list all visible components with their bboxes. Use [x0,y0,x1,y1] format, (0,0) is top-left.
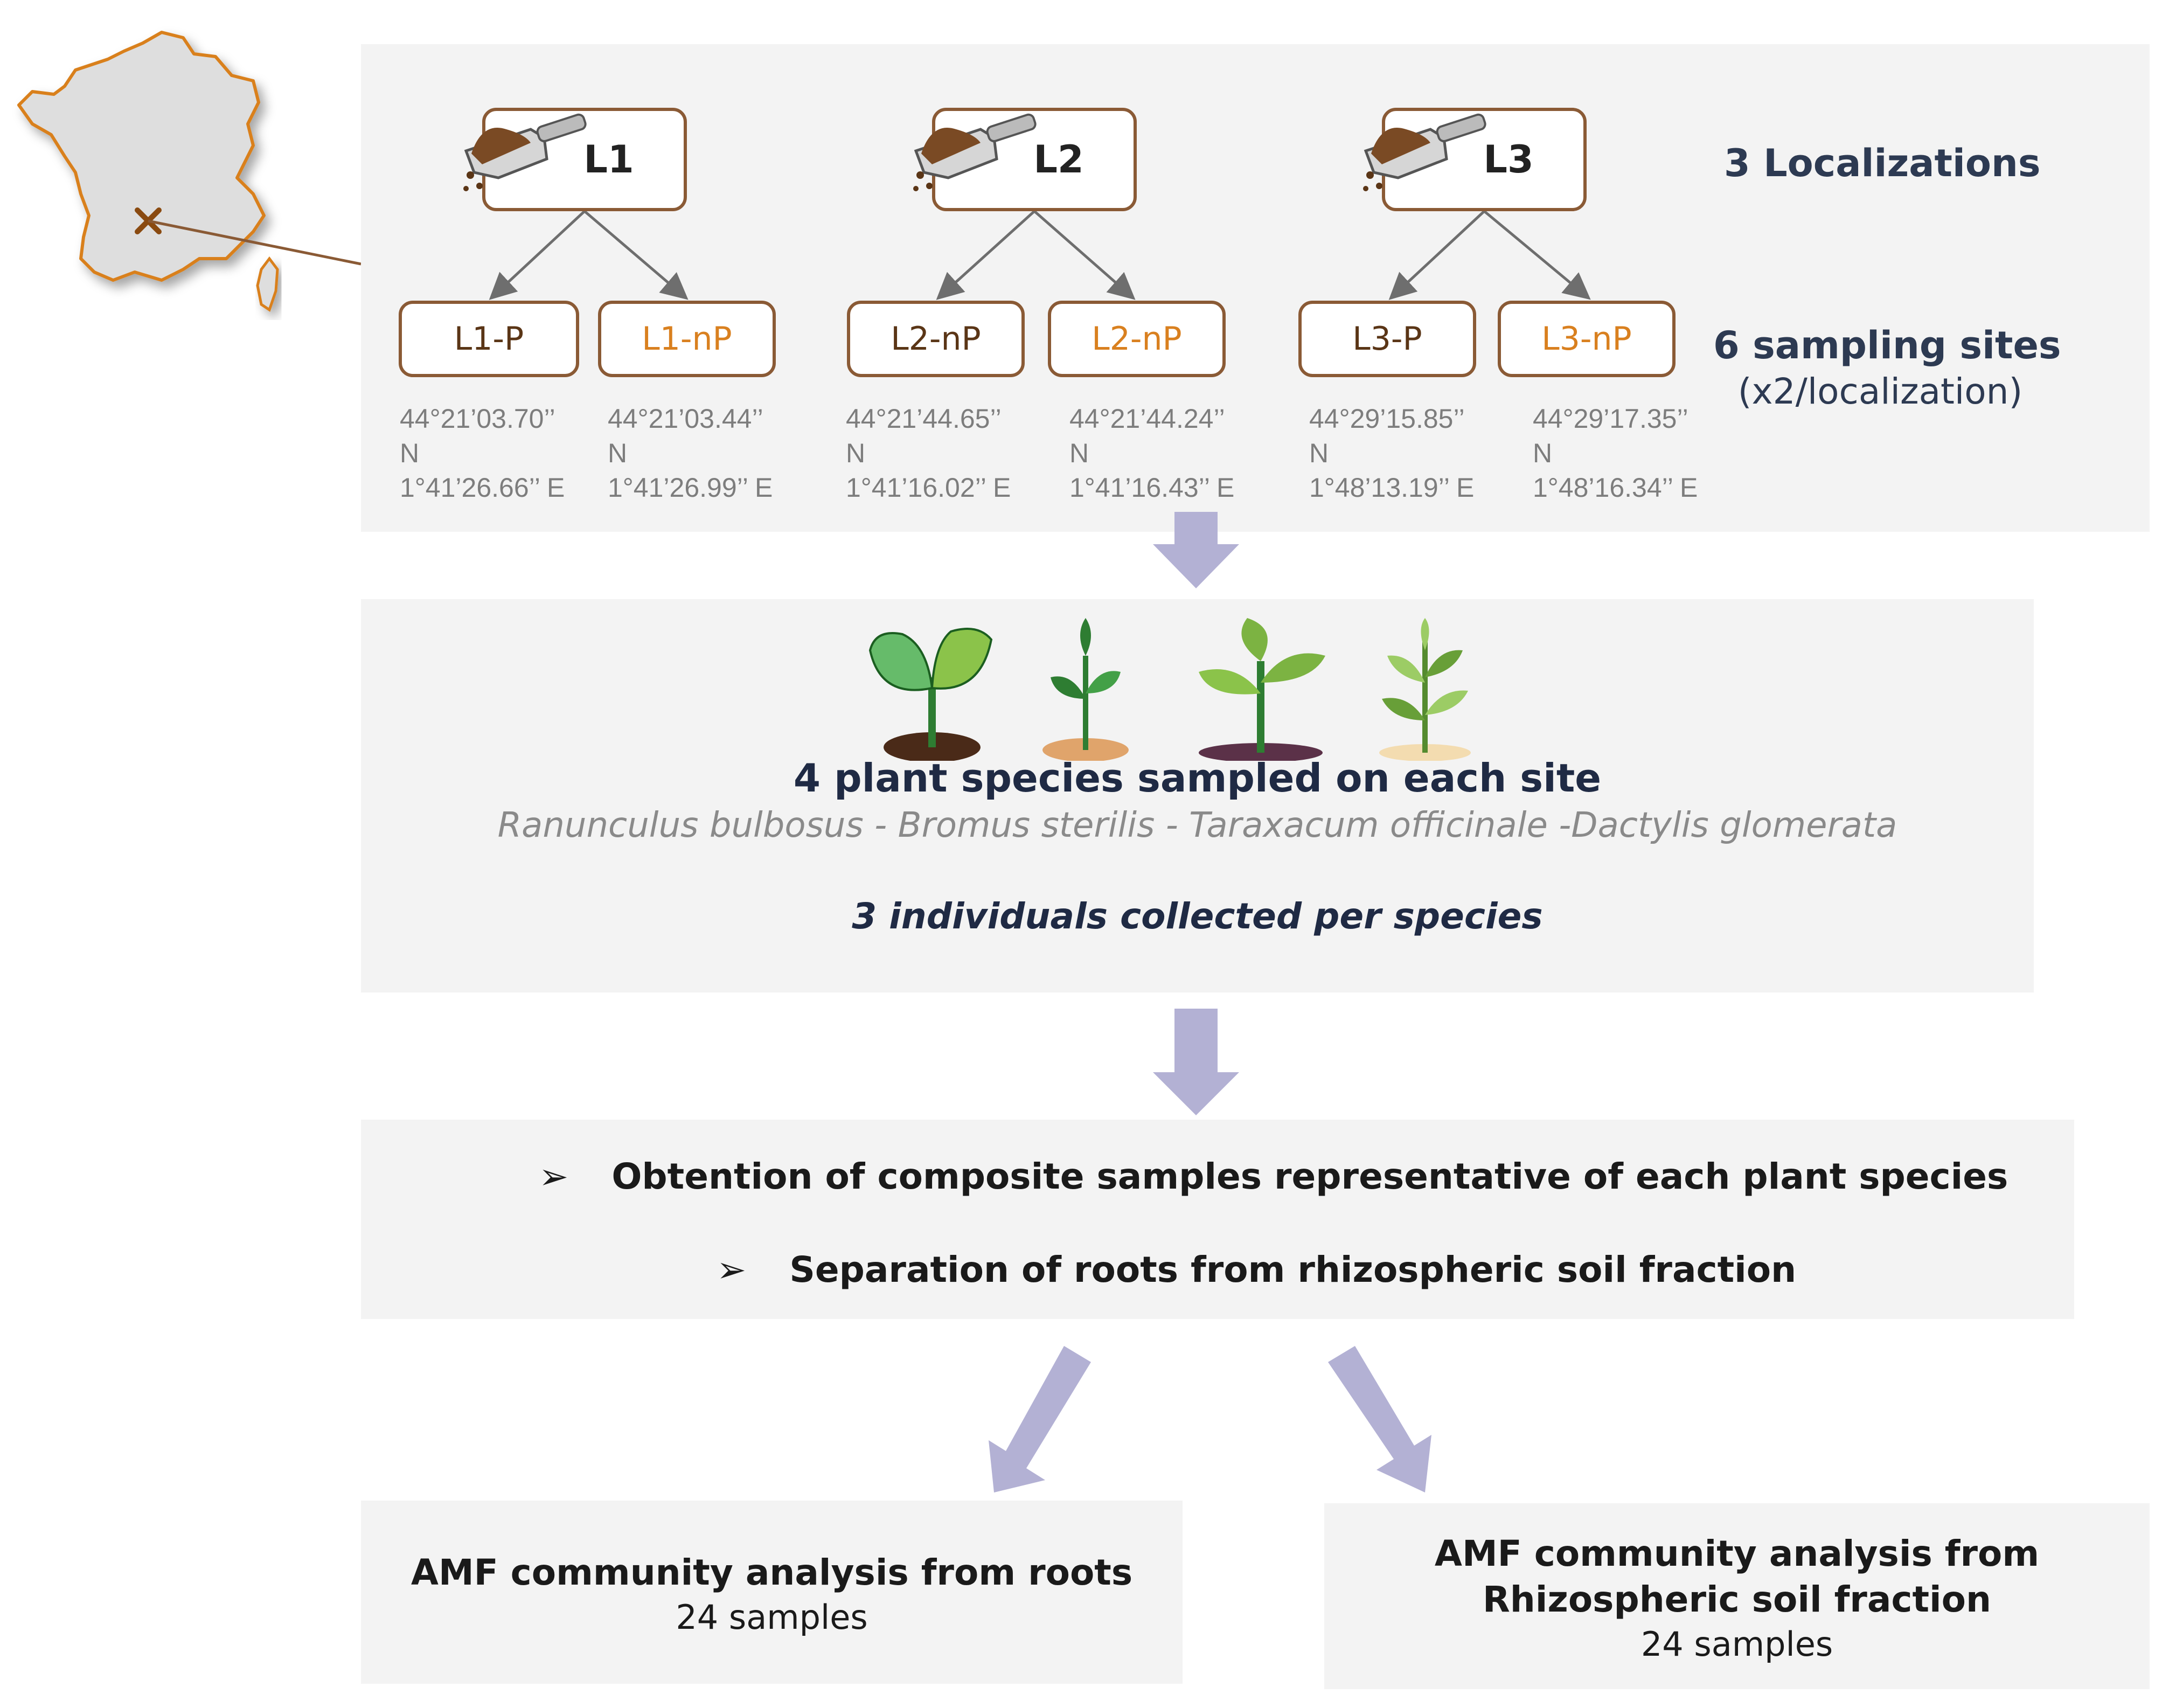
soil-analysis-count: 24 samples [1640,1624,1833,1664]
localizations-count-label: 3 Localizations [1724,141,2041,185]
map-pointer-line [148,219,362,266]
flow-arrow-diag-right [1328,1346,1431,1492]
site-box-l3-p: L3-P [1298,301,1476,377]
processing-step-text: Separation of roots from rhizospheric so… [789,1249,1797,1290]
flow-arrow-down-2 [1153,1009,1239,1115]
seedling-icon [1042,618,1129,761]
roots-analysis-count: 24 samples [676,1598,868,1637]
flow-arrow-diag-left [989,1346,1091,1492]
corsica-outline [256,256,279,312]
soil-analysis-panel: AMF community analysis from Rhizospheric… [1324,1503,2150,1689]
plant-icons [868,618,1471,761]
site-box-l2-np-second: L2-nP [1048,301,1226,377]
sampling-sites-sublabel: (x2/localization) [1737,371,2023,412]
site-label: L2-nP [1092,320,1182,358]
roots-analysis-title: AMF community analysis from roots [411,1552,1133,1593]
localization-label: L1 [583,137,634,182]
sampling-sites-label: 6 sampling sites [1713,323,2061,367]
site-box-l2-np-first: L2-nP [847,301,1025,377]
plant-species-title: 4 plant species sampled on each site [793,755,1602,801]
bullet-arrow-icon: ➢ [539,1156,569,1197]
processing-step-text: Obtention of composite samples represent… [611,1156,2008,1197]
individuals-per-species: 3 individuals collected per species [852,895,1543,937]
france-map [17,31,362,312]
localization-box-l1: L1 [482,108,687,211]
localization-box-l2: L2 [932,108,1137,211]
site-label: L1-P [454,320,524,358]
roots-analysis-panel: AMF community analysis from roots 24 sam… [361,1501,1183,1684]
site-box-l1-p: L1-P [399,301,579,377]
site-box-l1-np: L1-nP [598,301,776,377]
plant-icon [1199,618,1325,761]
site-box-l3-np: L3-nP [1498,301,1676,377]
processing-step-2: ➢ Separation of roots from rhizospheric s… [717,1249,1796,1290]
soil-analysis-title-line2: Rhizospheric soil fraction [1482,1579,1991,1620]
plant-species-list: Ranunculus bulbosus - Bromus sterilis - … [497,806,1897,845]
localization-label: L2 [1033,137,1084,182]
leafy-plant-icon [1379,618,1471,761]
soil-analysis-title-line1: AMF community analysis from [1434,1533,2040,1574]
site-label: L2-nP [891,320,981,358]
localization-box-l3: L3 [1382,108,1587,211]
france-outline [17,31,266,282]
bullet-arrow-icon: ➢ [717,1249,747,1290]
site-label: L1-nP [642,320,732,358]
plant-species-panel: 4 plant species sampled on each site Ran… [361,599,2034,992]
site-label: L3-nP [1541,320,1632,358]
localization-label: L3 [1483,137,1534,182]
processing-panel [361,1120,2074,1319]
processing-step-1: ➢ Obtention of composite samples represen… [539,1156,2008,1197]
site-label: L3-P [1352,320,1422,358]
sprout-icon [868,628,993,761]
